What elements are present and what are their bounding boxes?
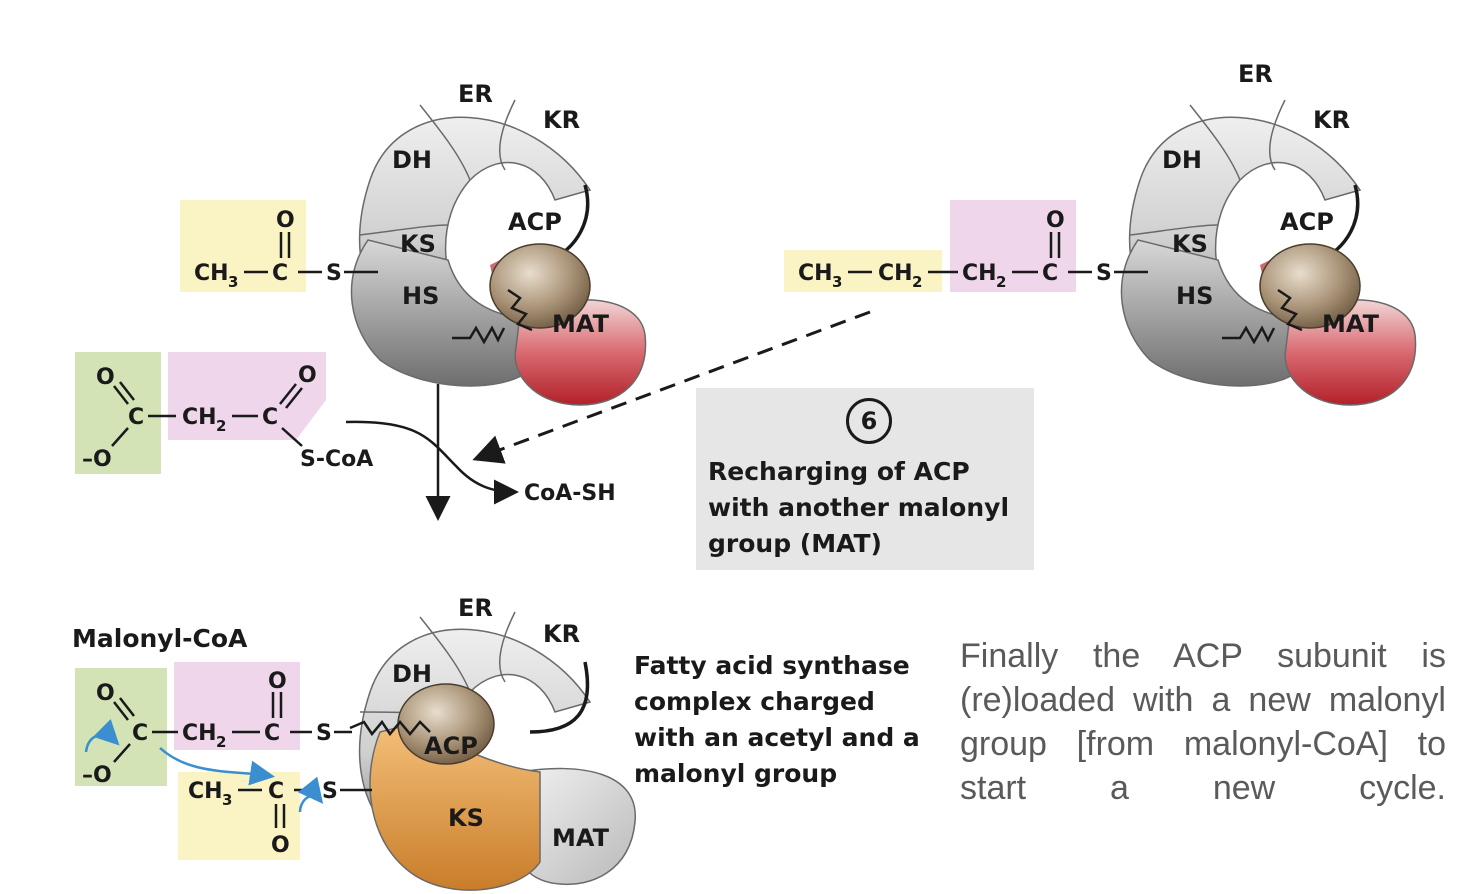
fas-complex-top-left: ER KR DH KS ACP HS MAT: [349, 80, 648, 407]
butyryl-ch3: CH: [798, 261, 833, 286]
ks-label-3: KS: [448, 804, 484, 832]
bottom-o-acetyl: O: [271, 833, 290, 858]
step-box: 6 Recharging of ACP with another malonyl…: [696, 388, 1034, 570]
acp-label-3: ACP: [424, 732, 478, 760]
kr-label-3: KR: [543, 620, 580, 648]
dh-label-3: DH: [392, 660, 432, 688]
dh-label: DH: [392, 146, 432, 174]
bottom-s-acetyl: S: [322, 779, 338, 804]
malonyl-o-top: O: [96, 365, 115, 390]
acetyl-ch3: CH: [194, 261, 229, 286]
butyryl-sub2-a: 2: [912, 273, 922, 291]
acetyl-group-top: CH 3 C O S: [180, 200, 378, 292]
acp-label-2: ACP: [1280, 208, 1334, 236]
malonyl-coa-label: Malonyl-CoA: [72, 624, 248, 653]
bottom-o-minus: –O: [82, 763, 112, 788]
malonyl-o-right: O: [298, 363, 317, 388]
bottom-c-malonyl: C: [264, 721, 280, 746]
ks-label: KS: [400, 230, 436, 258]
bottom-ch3: CH: [188, 779, 223, 804]
butyryl-ch2-b: CH: [962, 261, 997, 286]
er-label-2: ER: [1238, 60, 1273, 88]
malonyl-coa-reactant: O C –O CH 2 C O S-CoA: [75, 352, 373, 474]
mat-label-2: MAT: [1322, 310, 1380, 338]
bottom-c-acetyl: C: [268, 779, 284, 804]
malonyl-ch2: CH: [182, 405, 217, 430]
dashed-arrow: [472, 310, 871, 464]
er-label-3: ER: [458, 594, 493, 622]
coa-sh-label: CoA-SH: [524, 481, 616, 506]
step-number: 6: [846, 398, 892, 444]
malonyl-c-right: C: [262, 405, 278, 430]
bottom-sub3: 3: [222, 791, 232, 809]
coa-release-arrow: [345, 420, 519, 505]
butyryl-o: O: [1046, 208, 1065, 233]
hs-label: HS: [402, 282, 439, 310]
kr-label-2: KR: [1313, 106, 1350, 134]
acetyl-o: O: [276, 208, 295, 233]
kr-label: KR: [543, 106, 580, 134]
butyryl-sub3: 3: [832, 273, 842, 291]
fas-complex-charged: ER KR DH ACP KS MAT: [349, 594, 636, 891]
mat-label: MAT: [552, 310, 610, 338]
malonyl-o-minus: –O: [82, 447, 112, 472]
acetyl-s: S: [326, 261, 342, 286]
bottom-ch2: CH: [182, 721, 217, 746]
er-label: ER: [458, 80, 493, 108]
acetyl-c: C: [272, 261, 288, 286]
hs-label-2: HS: [1176, 282, 1213, 310]
bottom-o-malonyl: O: [268, 669, 287, 694]
bottom-s-malonyl: S: [316, 721, 332, 746]
malonyl-c-left: C: [128, 405, 144, 430]
butyryl-c: C: [1042, 261, 1058, 286]
acp-label: ACP: [508, 208, 562, 236]
ks-label-2: KS: [1172, 230, 1208, 258]
fas-complex-top-right: ER KR DH KS ACP HS MAT: [1119, 60, 1418, 407]
butyryl-group: CH 3 CH 2 CH 2 C O S: [784, 200, 1148, 292]
butyryl-ch2-a: CH: [878, 261, 913, 286]
mat-label-3: MAT: [552, 824, 610, 852]
bottom-sub2: 2: [216, 733, 226, 751]
butyryl-s: S: [1096, 261, 1112, 286]
acetyl-sub3: 3: [228, 273, 238, 291]
charged-substrates: O C –O CH 2 C O S CH 3 C O S: [75, 662, 372, 860]
s-coa-label: S-CoA: [300, 447, 373, 472]
charged-complex-caption: Fatty acid synthase complex charged with…: [634, 651, 920, 788]
butyryl-sub2-b: 2: [996, 273, 1006, 291]
explanatory-note: Finally the ACP subunit is (re)loaded wi…: [960, 637, 1446, 807]
bottom-o-top: O: [96, 681, 115, 706]
malonyl-sub2: 2: [216, 417, 226, 435]
step-title: Recharging of ACP with another malonyl g…: [708, 457, 1010, 558]
dh-label-2: DH: [1162, 146, 1202, 174]
bottom-c-carboxyl: C: [132, 721, 148, 746]
